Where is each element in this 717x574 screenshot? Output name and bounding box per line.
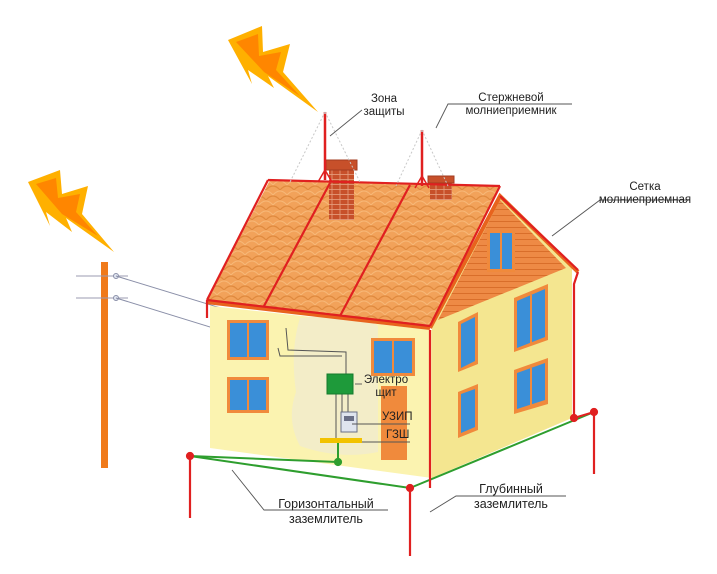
- rod-air-terminal: [289, 111, 361, 183]
- window: [458, 312, 478, 372]
- surge-protection-device: [340, 411, 358, 433]
- leader-lines: [231, 103, 690, 513]
- window: [227, 377, 269, 413]
- internal-wiring: [277, 327, 349, 440]
- lightning-bolt-icon: [28, 170, 114, 252]
- window: [371, 338, 415, 376]
- rod-air-terminal: [395, 129, 449, 189]
- roof: [206, 180, 500, 328]
- window: [227, 320, 269, 360]
- spd-label: УЗИП: [382, 411, 413, 423]
- air-terminal-mesh: [206, 178, 579, 328]
- main-ground-bus-label: ГЗШ: [386, 429, 410, 441]
- window: [458, 384, 478, 438]
- down-conductors: [205, 271, 580, 470]
- gable-window: [487, 230, 515, 272]
- switchboard: [326, 373, 354, 395]
- chimney: [325, 159, 358, 220]
- chimney: [427, 175, 455, 200]
- door: [381, 386, 407, 460]
- window: [514, 284, 548, 352]
- utility-pole: [76, 262, 128, 468]
- window: [514, 358, 548, 414]
- lightning-bolt-icon: [228, 26, 318, 112]
- deep-earth-electrodes: [185, 407, 599, 556]
- main-ground-bus: [320, 438, 362, 443]
